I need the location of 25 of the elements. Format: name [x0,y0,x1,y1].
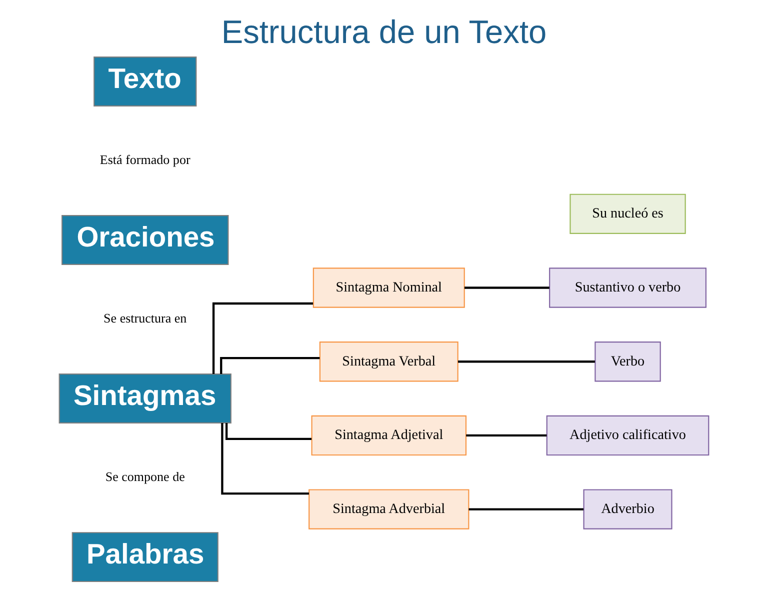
node-box: Sintagma Nominal [312,268,465,308]
diagram-title: Estructura de un Texto [221,14,547,50]
node-box: Texto [94,56,197,106]
connector [458,360,595,363]
node-box: Sintagma Adjetival [311,415,467,456]
connector [464,286,550,289]
node-box: Sustantivo o verbo [549,268,706,308]
node-box: Sintagma Verbal [319,342,458,382]
node-box: Sintagmas [58,374,232,424]
label: Está formado por [100,152,190,168]
node-box: Verbo [594,342,661,382]
connector [468,508,584,510]
connector [220,357,320,374]
node-box: Palabras [72,532,218,582]
node-box: Su nucleó es [570,194,686,234]
label: Se compone de [105,469,185,484]
node-box: Adverbio [583,489,672,530]
label: Se estructura en [104,310,187,326]
node-box: Adjetivo calificativo [546,415,710,456]
connector [212,302,313,374]
connector [221,422,309,495]
connector [225,422,312,440]
node-box: Oraciones [62,215,229,265]
node-box: Sintagma Adverbial [308,489,470,530]
connector [466,434,547,437]
